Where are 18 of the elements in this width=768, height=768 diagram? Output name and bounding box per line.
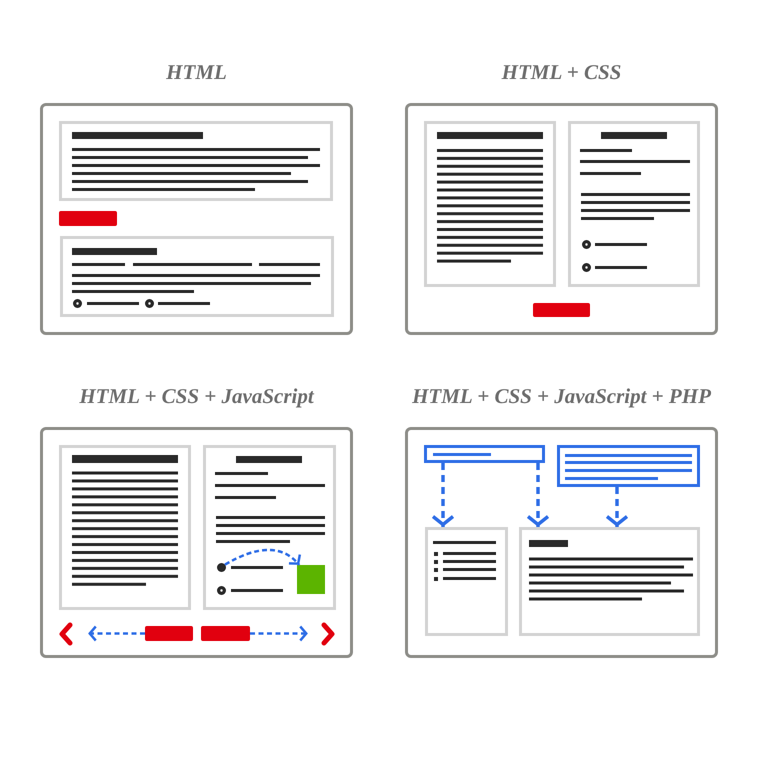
panel-title: HTML + CSS: [502, 60, 622, 84]
dashed-arrow: [431, 463, 455, 527]
dashed-arrow: [605, 487, 629, 527]
filled-square: [297, 565, 325, 594]
content-panel: [425, 527, 508, 636]
highlighted-panel: [424, 445, 545, 463]
panel-title: HTML + CSS + JavaScript + PHP: [412, 384, 711, 408]
dashed-arrow: [224, 548, 300, 566]
button-placeholder: [201, 626, 250, 641]
panel-title: HTML + CSS + JavaScript: [79, 384, 314, 408]
dashed-arrow: [88, 625, 145, 642]
panel-title: HTML: [166, 60, 227, 84]
bullet-icon: [216, 562, 226, 572]
content-panel: [519, 527, 700, 636]
highlighted-panel: [557, 445, 700, 487]
dashed-arrow: [526, 463, 550, 527]
button-placeholder: [145, 626, 193, 641]
dashed-arrow: [250, 625, 308, 642]
